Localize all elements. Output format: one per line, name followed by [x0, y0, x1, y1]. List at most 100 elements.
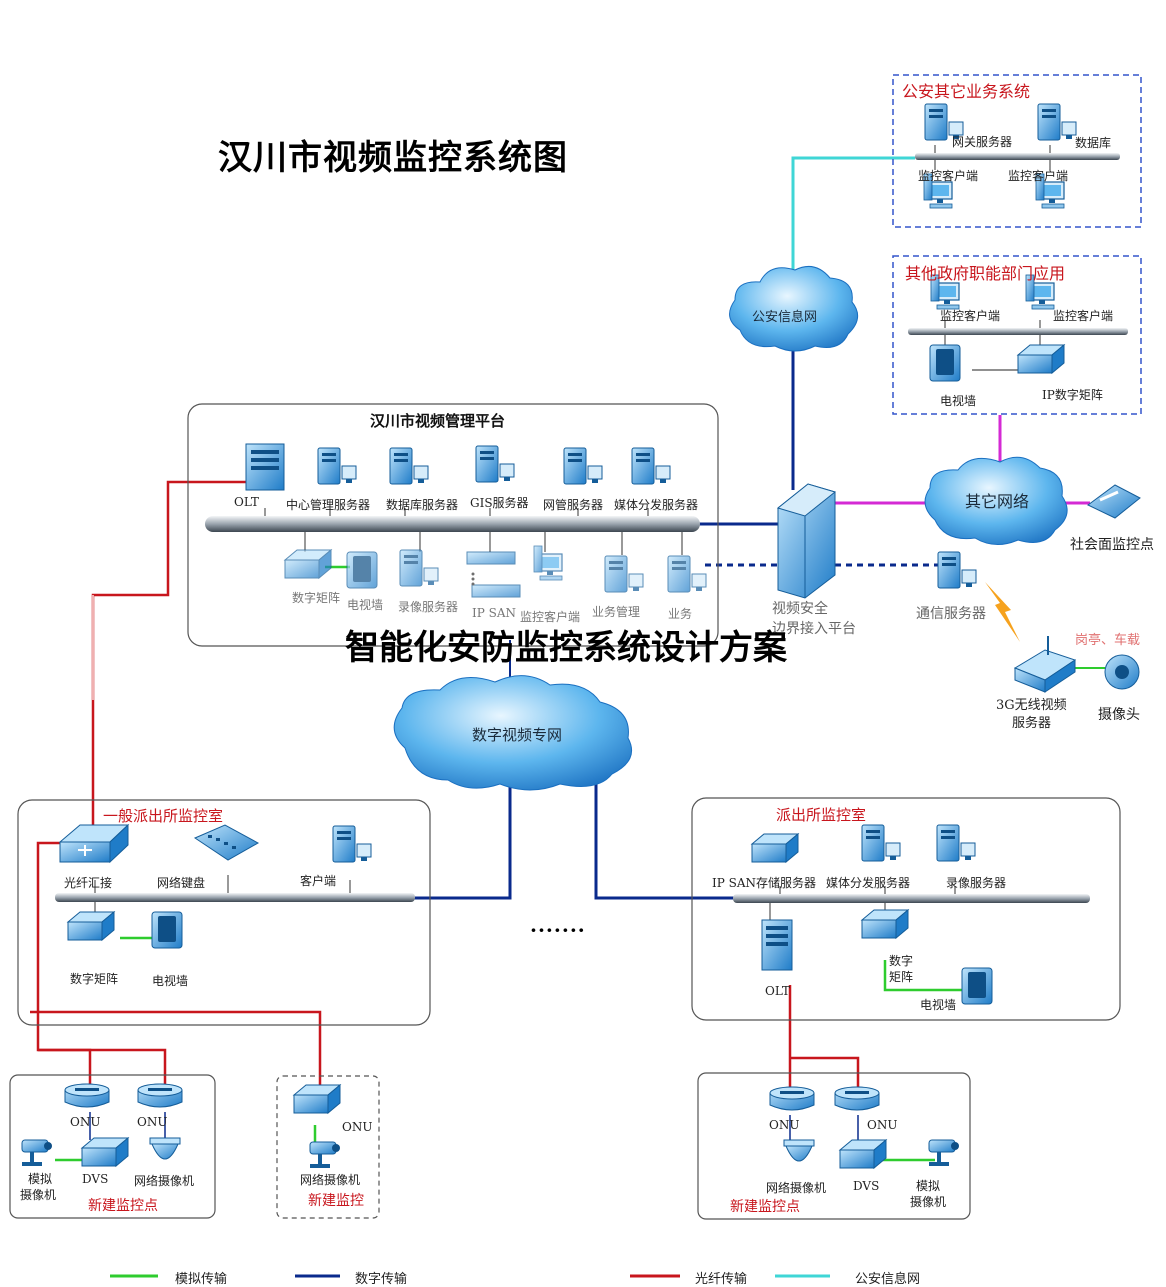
police-net-link: [791, 156, 915, 290]
ellipsis-dots: ·······: [530, 918, 586, 942]
site-right-onu2-icon: [834, 1086, 880, 1111]
legend-fiber-label: 光纤传输: [695, 1272, 748, 1287]
network-keyboard-icon: [193, 824, 260, 861]
gov-tvwall-icon: [929, 344, 961, 382]
site-mid-onu-label: ONU: [342, 1120, 373, 1134]
center-mgmt-server-icon: [317, 447, 357, 485]
left-client-icon: [332, 825, 372, 863]
gov-ipmatrix-icon: [1017, 344, 1065, 374]
police-bus: [915, 153, 1120, 160]
right-station-bus: [733, 894, 1090, 903]
right-matrix-label-2: 矩阵: [889, 970, 914, 984]
site-right-analog-label-1: 模拟: [916, 1179, 941, 1193]
server-label-4: 媒体分发服务器: [614, 498, 699, 512]
platform-tvwall-icon: [346, 551, 378, 589]
database-server-icon: [1037, 103, 1077, 141]
gov-client2-label: 监控客户端: [1053, 309, 1114, 323]
legend-digital-label: 数字传输: [355, 1272, 408, 1287]
biz-server-icon: [667, 555, 707, 593]
ipsan-icon: [466, 551, 521, 598]
gov-client1-label: 监控客户端: [940, 309, 1001, 323]
digital-cloud-label: 数字视频专网: [472, 726, 563, 744]
right-tvwall-icon: [961, 967, 993, 1005]
platform-client-icon: [533, 545, 563, 581]
site-left-onu2-label: ONU: [137, 1115, 168, 1129]
platform-olt-label: OLT: [234, 495, 259, 509]
nms-server-icon: [563, 447, 603, 485]
server-label-0: 中心管理服务器: [286, 498, 371, 512]
police-box-title: 公安其它业务系统: [902, 82, 1031, 101]
camera-label: 摄像头: [1098, 707, 1140, 723]
right-media-label: 媒体分发服务器: [826, 876, 911, 890]
site-right-dvs-label: DVS: [853, 1179, 880, 1193]
site-left-dvs-icon: [81, 1137, 129, 1167]
bizmgmt-label: 业务管理: [592, 605, 641, 619]
gateway-label-1: 视频安全: [772, 601, 828, 617]
fiber-link-site-mid: [30, 1010, 322, 1085]
right-station-title: 派出所监控室: [776, 806, 867, 824]
wireless-server-icon: [1013, 636, 1077, 693]
fiber-link-olt-left: [91, 480, 264, 838]
site-right-box: [697, 1072, 971, 1220]
site-left-analog-label-2: 摄像机: [20, 1188, 57, 1202]
police-systems-box: [892, 74, 1142, 228]
other-net-cloud: [924, 456, 1068, 545]
right-station-box: [691, 797, 1121, 1021]
legend-police-label: 公安信息网: [855, 1272, 921, 1287]
platform-box: [187, 403, 719, 647]
site-right-dvs-icon: [839, 1139, 887, 1169]
left-tvwall-label: 电视墙: [152, 974, 189, 988]
right-matrix-label-1: 数字: [889, 954, 914, 968]
gov-apps-box: [892, 255, 1142, 415]
digital-net-cloud: [393, 675, 632, 791]
right-olt-icon: [761, 919, 793, 971]
site-mid-box: [276, 1075, 380, 1219]
gov-ipmatrix-label: IP数字矩阵: [1042, 388, 1103, 402]
police-cloud-label: 公安信息网: [752, 310, 818, 325]
digital-link-cloud-left: [412, 760, 512, 900]
left-station-box: [17, 799, 431, 1026]
right-recorder-label: 录像服务器: [946, 876, 1007, 890]
site-left-title: 新建监控点: [88, 1198, 158, 1214]
fiber-switch-icon: [58, 823, 130, 864]
biz-label: 业务: [668, 607, 693, 621]
gis-server-icon: [475, 445, 515, 483]
main-title: 汉川市视频监控系统图: [218, 138, 568, 178]
platform-matrix-icon: [284, 549, 332, 579]
fiber-link-site-left-b: [38, 1048, 167, 1085]
police-net-cloud: [729, 265, 859, 352]
media-server-icon: [631, 447, 671, 485]
comm-server-label: 通信服务器: [916, 606, 986, 622]
legend-analog-label: 模拟传输: [175, 1272, 228, 1287]
ipsan-storage-label: IP SAN存储服务器: [712, 876, 817, 890]
police-client2-label: 监控客户端: [1008, 169, 1069, 183]
server-label-1: 数据库服务器: [386, 498, 459, 512]
platform-client-label: 监控客户端: [520, 610, 581, 624]
left-client-label: 客户端: [300, 874, 337, 888]
left-tvwall-icon: [151, 911, 183, 949]
wireless-label-2: 服务器: [1012, 716, 1052, 731]
left-matrix-icon: [67, 911, 115, 941]
site-right-analog-label-2: 摄像机: [910, 1195, 947, 1209]
biz-mgmt-server-icon: [604, 555, 644, 593]
kiosk-camera-icon: [1104, 654, 1140, 690]
db-server-icon: [389, 447, 429, 485]
fiber-link-right-onu2: [790, 1056, 860, 1090]
digital-link-cloud-right: [594, 760, 735, 900]
server-label-2: GIS服务器: [470, 496, 529, 510]
site-right-onu1-icon: [769, 1086, 815, 1111]
right-tvwall-label: 电视墙: [920, 998, 957, 1012]
platform-bus: [205, 516, 700, 532]
social-point-label: 社会面监控点: [1070, 537, 1154, 553]
site-left-netcam-label: 网络摄像机: [134, 1174, 195, 1188]
right-matrix-icon: [861, 909, 909, 939]
gov-box-title: 其他政府职能部门应用: [905, 264, 1066, 283]
left-matrix-label: 数字矩阵: [70, 972, 119, 986]
gov-bus: [908, 328, 1128, 335]
site-mid-onu-icon: [293, 1084, 341, 1114]
gateway-label-2: 边界接入平台: [772, 621, 856, 637]
site-right-onu2-label: ONU: [867, 1118, 898, 1132]
site-left-box: [9, 1074, 216, 1219]
site-left-analog-label-1: 模拟: [28, 1172, 53, 1186]
